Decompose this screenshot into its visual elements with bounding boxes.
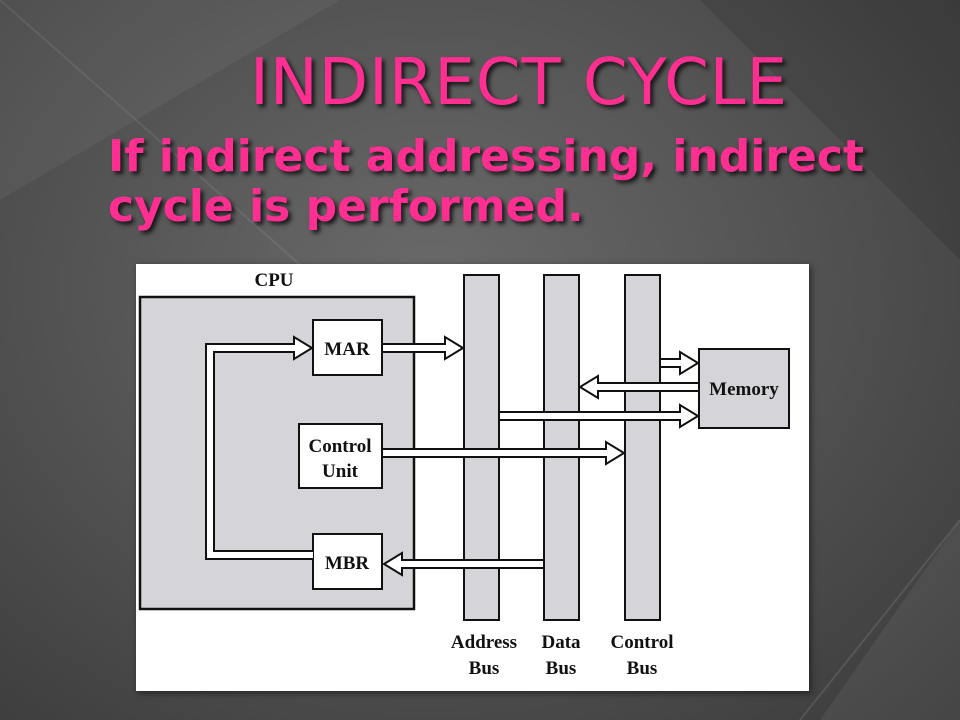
control-unit-label-line1: Control bbox=[309, 436, 372, 457]
control-bus-label-line1: Control bbox=[611, 632, 674, 653]
data-bus-label-line1: Data bbox=[541, 632, 581, 653]
data-bus-label-line2: Bus bbox=[546, 658, 577, 679]
diagram-canvas: CPU Memory MAR Control Unit MBR Addres bbox=[138, 270, 790, 679]
control-bus-to-memory-arrow bbox=[659, 350, 700, 376]
control-unit-to-control-bus-arrow bbox=[381, 440, 626, 466]
address-bus-label-line2: Bus bbox=[469, 658, 500, 679]
memory-label: Memory bbox=[709, 379, 779, 400]
mar-to-address-bus-arrow bbox=[381, 335, 465, 361]
control-unit-label-line2: Unit bbox=[322, 461, 359, 482]
indirect-cycle-diagram: CPU Memory MAR Control Unit MBR Addres bbox=[136, 264, 809, 691]
mbr-label: MBR bbox=[325, 553, 370, 574]
data-bus-to-mbr-arrow bbox=[382, 551, 545, 577]
slide-subtitle: If indirect addressing, indirect cycle i… bbox=[108, 131, 864, 232]
memory-to-data-bus-arrow bbox=[578, 374, 700, 400]
control-bus-label-line2: Bus bbox=[627, 658, 658, 679]
address-bus-label-line1: Address bbox=[451, 632, 517, 653]
control-bus bbox=[624, 274, 661, 621]
slide-title: INDIRECT CYCLE bbox=[250, 46, 788, 120]
mbr-box bbox=[312, 533, 383, 590]
cpu-label: CPU bbox=[254, 270, 293, 291]
mar-box bbox=[312, 319, 383, 376]
mbr-to-mar-loop-arrow bbox=[205, 335, 314, 560]
address-bus-to-memory-arrow bbox=[498, 403, 700, 429]
memory-box bbox=[698, 348, 790, 429]
control-unit-box bbox=[298, 423, 383, 489]
mar-label: MAR bbox=[324, 339, 370, 360]
data-bus bbox=[543, 274, 580, 621]
